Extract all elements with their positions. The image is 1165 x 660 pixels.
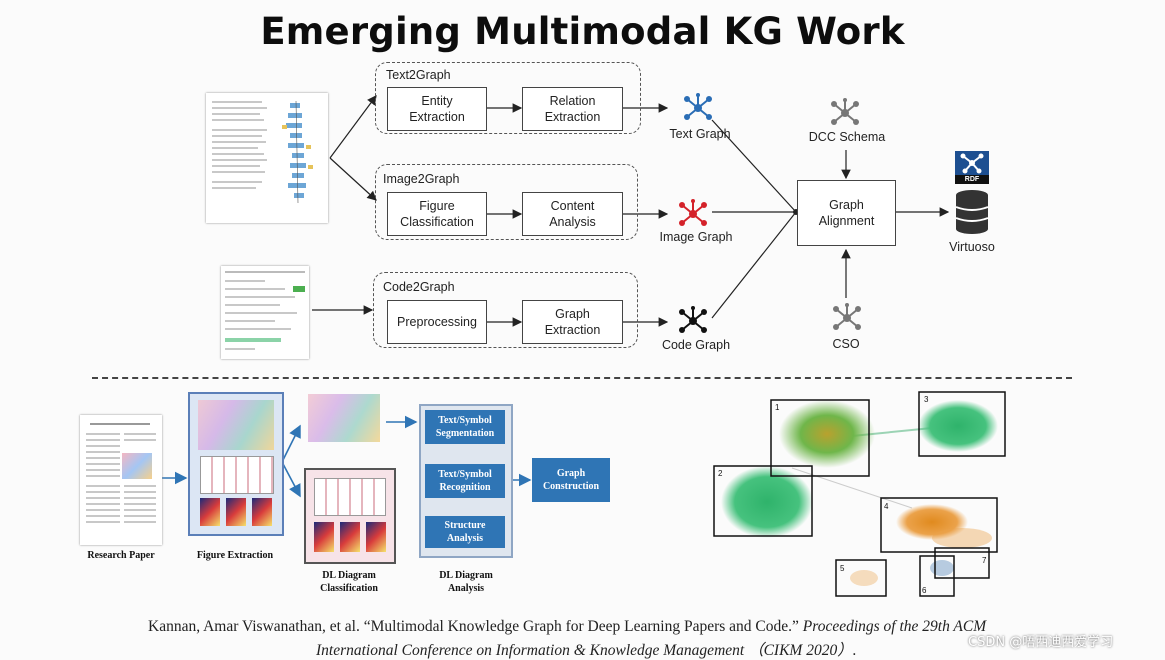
cluster-label-3: 3	[924, 395, 929, 404]
cluster-label-2: 2	[718, 469, 723, 478]
code-graph-label: Code Graph	[661, 338, 731, 352]
relation-extraction-box: Relation Extraction	[522, 87, 623, 131]
figure-extraction-panel	[188, 392, 284, 536]
slide-title: Emerging Multimodal KG Work	[260, 10, 905, 53]
database-icon	[955, 190, 989, 234]
citation-venue: Proceedings of the 29th ACM	[802, 618, 987, 635]
image-graph-icon	[679, 199, 707, 226]
dl-classification-panel	[304, 468, 396, 564]
watermark: CSDN @唔西迪西爱学习	[968, 635, 1114, 650]
citation-line-1: Kannan, Amar Viswanathan, et al. “Multim…	[148, 618, 986, 636]
paper-thumbnail	[206, 93, 328, 223]
research-paper-thumbnail	[80, 415, 162, 545]
citation-authors: Kannan, Amar Viswanathan, et al. “Multim…	[148, 618, 799, 635]
text2graph-label: Text2Graph	[386, 68, 451, 82]
figure-extraction-caption: Figure Extraction	[196, 550, 274, 561]
text-graph-label: Text Graph	[669, 127, 731, 141]
image2graph-pipeline	[375, 164, 638, 240]
text2graph-pipeline	[375, 62, 641, 134]
recognition-box: Text/Symbol Recognition	[425, 464, 505, 498]
image-graph-label: Image Graph	[659, 230, 733, 244]
cso-label: CSO	[832, 337, 860, 351]
section-divider	[92, 377, 1072, 379]
cluster-label-1: 1	[775, 403, 780, 412]
dl-analysis-caption: DL Diagram Analysis	[439, 570, 493, 594]
dcc-schema-label: DCC Schema	[808, 130, 886, 144]
cluster-label-7: 7	[982, 556, 987, 565]
rdf-logo-icon: RDF	[955, 151, 989, 184]
graph-construction-box: Graph Construction	[532, 458, 610, 502]
cluster-visualization	[713, 391, 1006, 597]
rdf-text: RDF	[955, 175, 989, 184]
text-graph-icon	[684, 93, 712, 120]
figure-classification-box: Figure Classification	[387, 192, 487, 236]
content-analysis-box: Content Analysis	[522, 192, 623, 236]
entity-extraction-box: Entity Extraction	[387, 87, 487, 131]
code2graph-pipeline	[373, 272, 638, 348]
research-paper-caption: Research Paper	[87, 550, 155, 561]
preprocessing-box: Preprocessing	[387, 300, 487, 344]
dl-figure-upper	[304, 390, 384, 448]
code-thumbnail	[221, 266, 309, 359]
structure-analysis-box: Structure Analysis	[425, 516, 505, 548]
image2graph-label: Image2Graph	[383, 172, 460, 186]
virtuoso-label: Virtuoso	[949, 240, 995, 254]
citation-line-2: International Conference on Information …	[316, 642, 857, 659]
code2graph-label: Code2Graph	[383, 280, 455, 294]
cso-icon	[833, 303, 861, 330]
cluster-label-6: 6	[922, 586, 927, 595]
graph-alignment-box: Graph Alignment	[797, 180, 896, 246]
dl-classification-caption: DL Diagram Classification	[320, 570, 378, 594]
code-graph-icon	[679, 306, 707, 333]
graph-extraction-box: Graph Extraction	[522, 300, 623, 344]
cluster-label-4: 4	[884, 502, 889, 511]
dcc-schema-icon	[831, 98, 859, 125]
segmentation-box: Text/Symbol Segmentation	[425, 410, 505, 444]
cluster-label-5: 5	[840, 564, 845, 573]
